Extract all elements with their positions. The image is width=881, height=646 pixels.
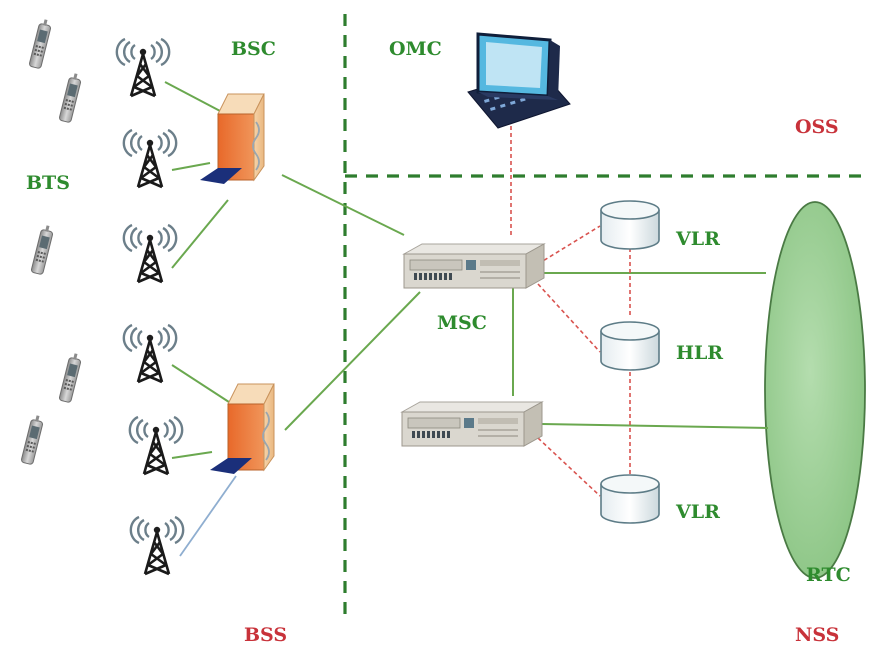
msc-label: MSC: [437, 312, 487, 334]
antenna-tower-icon: [115, 37, 185, 576]
mobile-phone-icon: [20, 17, 83, 466]
bss-zone-label: BSS: [244, 624, 288, 646]
vlr-top-label: VLR: [676, 228, 720, 250]
rtc-label: RTC: [806, 564, 851, 586]
dashed-links: [510, 126, 631, 497]
switch-rack-icon: [401, 243, 545, 447]
hlr-label: HLR: [676, 342, 724, 364]
solid-links: [164, 81, 769, 459]
zone-dividers: [343, 14, 866, 616]
bts-bsc-link-blue: [179, 475, 237, 557]
database-cylinder-icon: [600, 200, 660, 524]
rtc-network-ellipse: [764, 201, 866, 579]
omc-label: OMC: [389, 38, 442, 60]
bts-label: BTS: [26, 172, 70, 194]
oss-zone-label: OSS: [795, 116, 839, 138]
computer-terminal-icon: [467, 32, 571, 129]
bsc-cabinet-icon: [199, 93, 275, 475]
vlr-bottom-label: VLR: [676, 501, 720, 523]
bsc-label: BSC: [231, 38, 276, 60]
nss-zone-label: NSS: [795, 624, 840, 646]
